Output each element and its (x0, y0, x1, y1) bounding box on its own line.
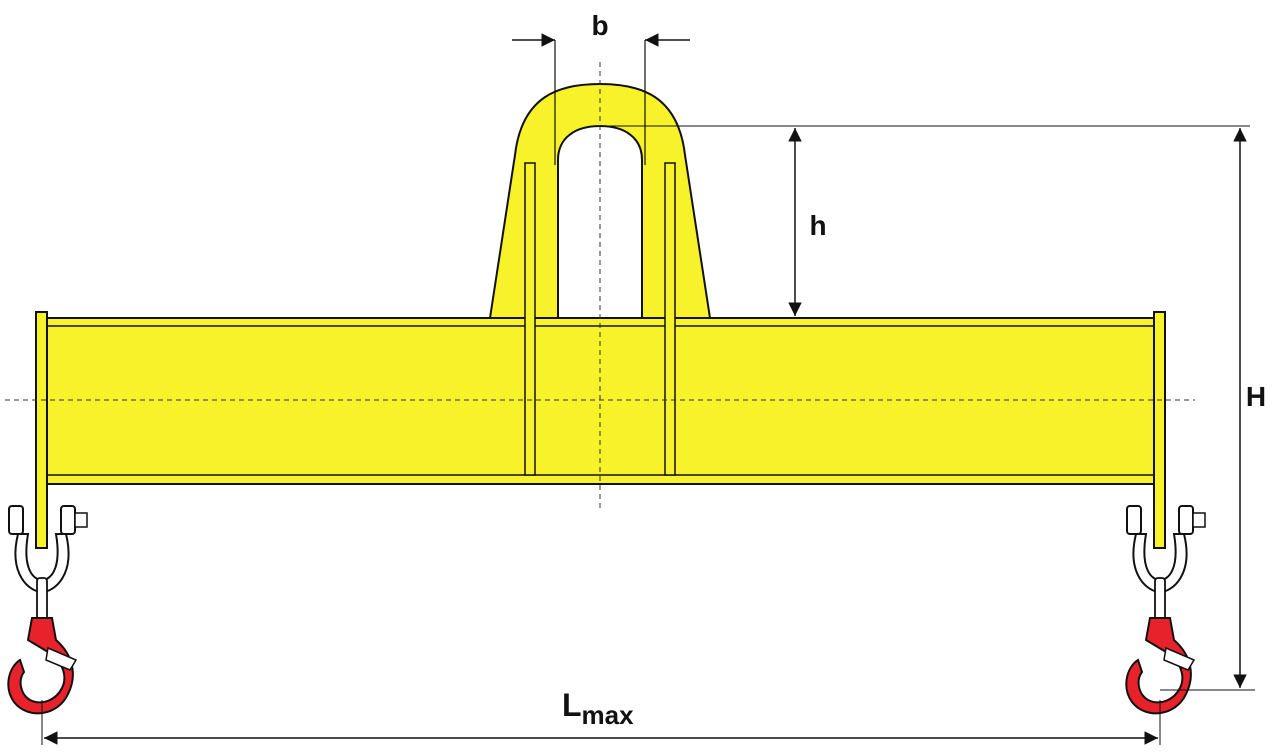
label-L: L (562, 687, 582, 723)
label-h: h (809, 210, 826, 241)
crane-hook-icon (7, 617, 78, 715)
label-b: b (591, 10, 608, 41)
shackle-icon (8, 505, 88, 621)
dimension-Lmax: Lmax (41, 687, 1161, 745)
end-plate-left (35, 311, 48, 549)
centerlines (5, 62, 1195, 510)
label-H: H (1246, 381, 1266, 412)
label-Lmax: Lmax (562, 687, 634, 730)
beam-body (35, 162, 1166, 549)
label-max: max (582, 700, 635, 730)
dimension-h: h (600, 125, 1250, 316)
dimension-H: H (1160, 128, 1266, 691)
left-hook-assembly (7, 505, 88, 715)
crane-hook-icon (1125, 617, 1196, 715)
right-hook-assembly (1125, 505, 1206, 715)
end-plate-right (1153, 311, 1166, 549)
dimension-b: b (512, 10, 690, 47)
shackle-icon (1126, 505, 1206, 621)
